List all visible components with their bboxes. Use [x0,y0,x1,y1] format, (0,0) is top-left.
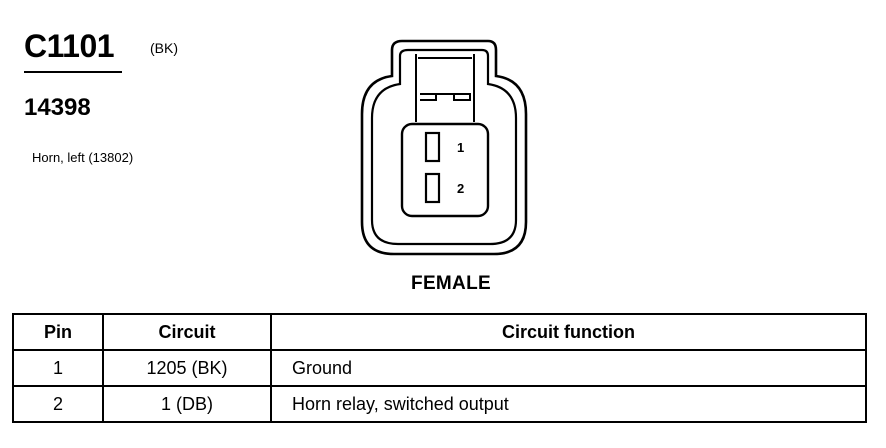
pin-label-2: 2 [457,181,464,196]
circuit-function-cell: Ground [270,349,867,387]
pinout-table: Pin Circuit Circuit function 1 1205 (BK)… [12,313,867,423]
part-number: 14398 [24,94,91,121]
connector-view-label: FEMALE [411,273,491,294]
terminal-body [400,122,490,218]
table-header-row: Pin Circuit Circuit function [12,313,867,351]
table-row: 1 1205 (BK) Ground [12,349,867,387]
circuit-cell: 1205 (BK) [102,349,272,387]
header-pin: Pin [12,313,104,351]
connector-inner-housing [370,48,518,246]
pin-cell: 1 [12,349,104,387]
circuit-cell: 1 (DB) [102,385,272,423]
circuit-function-cell: Horn relay, switched output [270,385,867,423]
connector-description: Horn, left (13802) [32,150,134,165]
connector-id: C1101 [24,28,115,64]
header-circuit: Circuit [102,313,272,351]
connector-color: (BK) [150,40,178,56]
locking-tab [415,54,475,122]
pin-cell: 2 [12,385,104,423]
connector-outer-housing [360,39,528,256]
pin-cavity-1 [424,131,441,163]
connector-face-diagram: 1 2 [360,39,528,256]
connector-id-underline [24,71,122,73]
header-circuit-function: Circuit function [270,313,867,351]
table-row: 2 1 (DB) Horn relay, switched output [12,385,867,423]
pin-cavity-2 [424,172,441,204]
pin-label-1: 1 [457,140,464,155]
